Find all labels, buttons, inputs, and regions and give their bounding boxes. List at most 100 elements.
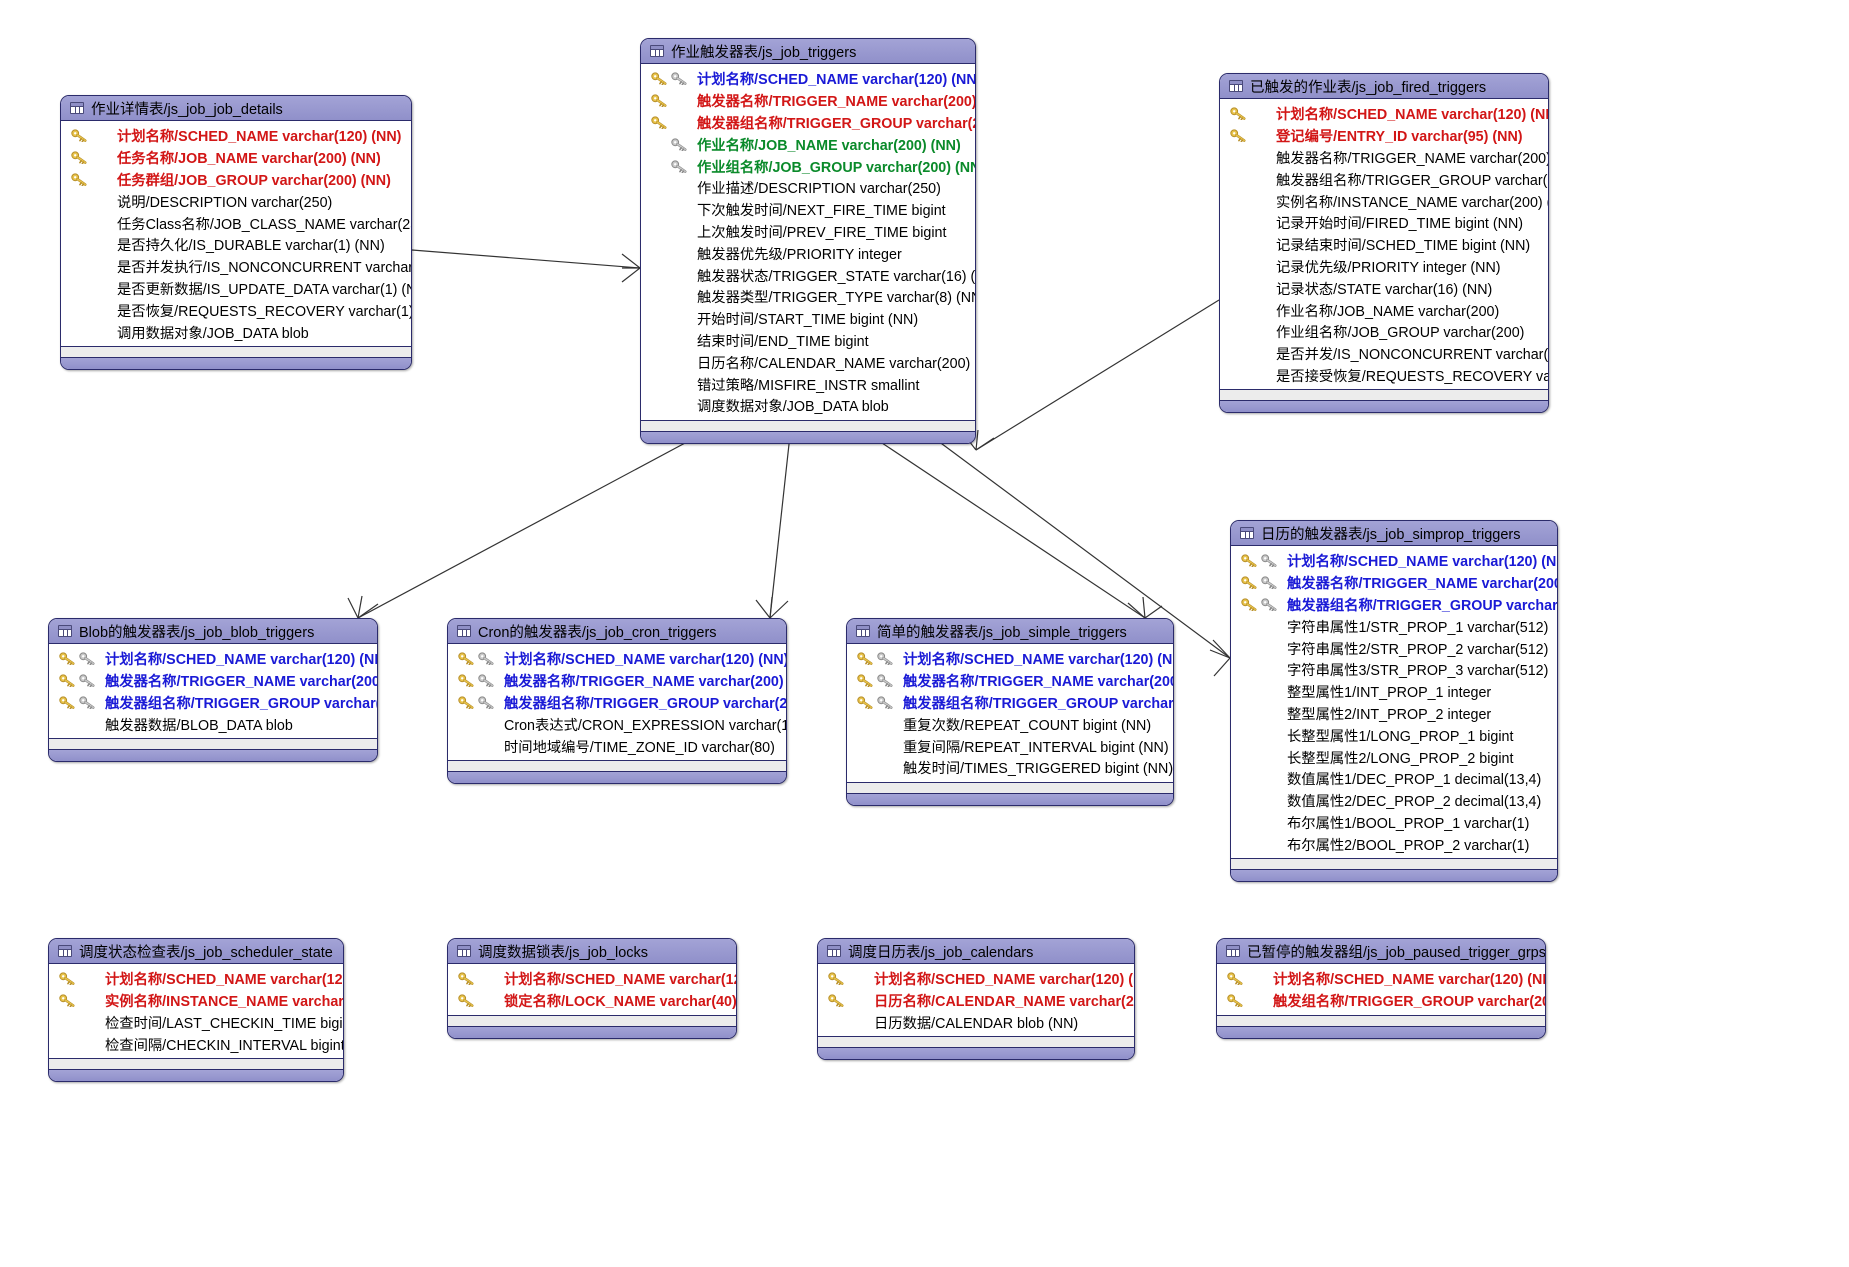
attribute-row[interactable]: 计划名称/SCHED_NAME varchar(120) (NN) xyxy=(1220,103,1548,125)
attribute-row[interactable]: 作业组名称/JOB_GROUP varchar(200) xyxy=(1220,321,1548,343)
entity-job_triggers[interactable]: 作业触发器表/js_job_triggers 计划名称/SCHED_NAME va… xyxy=(640,38,976,444)
attribute-row[interactable]: 下次触发时间/NEXT_FIRE_TIME bigint xyxy=(641,199,975,221)
attribute-row[interactable]: 计划名称/SCHED_NAME varchar(120) (NN) xyxy=(847,648,1173,670)
attribute-row[interactable]: 计划名称/SCHED_NAME varchar(120) (NN) xyxy=(1217,968,1545,990)
attribute-row[interactable]: 数值属性2/DEC_PROP_2 decimal(13,4) xyxy=(1231,790,1557,812)
entity-scheduler_state[interactable]: 调度状态检查表/js_job_scheduler_state 计划名称/SCHED… xyxy=(48,938,344,1083)
attribute-row[interactable]: 触发器类型/TRIGGER_TYPE varchar(8) (NN) xyxy=(641,286,975,308)
attribute-row[interactable]: 日历名称/CALENDAR_NAME varchar(200) (NN) xyxy=(818,990,1134,1012)
attribute-row[interactable]: 检查时间/LAST_CHECKIN_TIME bigint (NN) xyxy=(49,1012,343,1034)
entity-header-simprop_triggers[interactable]: 日历的触发器表/js_job_simprop_triggers xyxy=(1231,521,1557,546)
attribute-row[interactable]: 计划名称/SCHED_NAME varchar(120) (NN) xyxy=(61,125,411,147)
attribute-row[interactable]: 触发器组名称/TRIGGER_GROUP varchar(200) (NN) xyxy=(448,692,786,714)
entity-fired_triggers[interactable]: 已触发的作业表/js_job_fired_triggers 计划名称/SCHED_… xyxy=(1219,73,1549,414)
attribute-row[interactable]: 计划名称/SCHED_NAME varchar(120) (NN) xyxy=(1231,550,1557,572)
attribute-row[interactable]: 日历数据/CALENDAR blob (NN) xyxy=(818,1012,1134,1034)
attribute-row[interactable]: 说明/DESCRIPTION varchar(250) xyxy=(61,190,411,212)
entity-header-blob_triggers[interactable]: Blob的触发器表/js_job_blob_triggers xyxy=(49,619,377,644)
attribute-row[interactable]: 触发器组名称/TRIGGER_GROUP varchar(200) (NN) xyxy=(641,112,975,134)
attribute-row[interactable]: 调用数据对象/JOB_DATA blob xyxy=(61,321,411,343)
attribute-row[interactable]: 触发器名称/TRIGGER_NAME varchar(200) (NN) xyxy=(448,670,786,692)
entity-header-fired_triggers[interactable]: 已触发的作业表/js_job_fired_triggers xyxy=(1220,74,1548,99)
attribute-row[interactable]: 计划名称/SCHED_NAME varchar(120) (NN) xyxy=(448,968,736,990)
attribute-row[interactable]: 是否接受恢复/REQUESTS_RECOVERY varchar(1) xyxy=(1220,365,1548,387)
attribute-row[interactable]: 作业名称/JOB_NAME varchar(200) xyxy=(1220,299,1548,321)
entity-blob_triggers[interactable]: Blob的触发器表/js_job_blob_triggers 计划名称/SCHED… xyxy=(48,618,378,763)
entity-cron_triggers[interactable]: Cron的触发器表/js_job_cron_triggers 计划名称/SCHED… xyxy=(447,618,787,784)
attribute-row[interactable]: 是否恢复/REQUESTS_RECOVERY varchar(1) (NN) xyxy=(61,299,411,321)
attribute-row[interactable]: 布尔属性1/BOOL_PROP_1 varchar(1) xyxy=(1231,812,1557,834)
attribute-row[interactable]: 计划名称/SCHED_NAME varchar(120) (NN) xyxy=(641,68,975,90)
attribute-row[interactable]: 触发时间/TIMES_TRIGGERED bigint (NN) xyxy=(847,757,1173,779)
entity-simple_triggers[interactable]: 简单的触发器表/js_job_simple_triggers 计划名称/SCHED… xyxy=(846,618,1174,806)
attribute-row[interactable]: 触发组名称/TRIGGER_GROUP varchar(200) (NN) xyxy=(1217,990,1545,1012)
attribute-row[interactable]: 触发器组名称/TRIGGER_GROUP varchar(200) (NN) xyxy=(847,692,1173,714)
attribute-row[interactable]: 任务名称/JOB_NAME varchar(200) (NN) xyxy=(61,147,411,169)
attribute-row[interactable]: 任务Class名称/JOB_CLASS_NAME varchar(250) (N… xyxy=(61,212,411,234)
attribute-row[interactable]: 作业描述/DESCRIPTION varchar(250) xyxy=(641,177,975,199)
attribute-row[interactable]: 结束时间/END_TIME bigint xyxy=(641,330,975,352)
attribute-row[interactable]: 触发器名称/TRIGGER_NAME varchar(200) (NN) xyxy=(1231,572,1557,594)
attribute-row[interactable]: 作业组名称/JOB_GROUP varchar(200) (NN) xyxy=(641,155,975,177)
attribute-row[interactable]: 任务群组/JOB_GROUP varchar(200) (NN) xyxy=(61,169,411,191)
attribute-row[interactable]: 触发器名称/TRIGGER_NAME varchar(200) (NN) xyxy=(1220,147,1548,169)
entity-header-scheduler_state[interactable]: 调度状态检查表/js_job_scheduler_state xyxy=(49,939,343,964)
attribute-row[interactable]: 时间地域编号/TIME_ZONE_ID varchar(80) xyxy=(448,735,786,757)
attribute-row[interactable]: 是否持久化/IS_DURABLE varchar(1) (NN) xyxy=(61,234,411,256)
attribute-row[interactable]: 布尔属性2/BOOL_PROP_2 varchar(1) xyxy=(1231,833,1557,855)
attribute-row[interactable]: 字符串属性2/STR_PROP_2 varchar(512) xyxy=(1231,637,1557,659)
entity-header-simple_triggers[interactable]: 简单的触发器表/js_job_simple_triggers xyxy=(847,619,1173,644)
attribute-row[interactable]: 重复间隔/REPEAT_INTERVAL bigint (NN) xyxy=(847,735,1173,757)
attribute-row[interactable]: 计划名称/SCHED_NAME varchar(120) (NN) xyxy=(49,968,343,990)
attribute-row[interactable]: 实例名称/INSTANCE_NAME varchar(200) (NN) xyxy=(49,990,343,1012)
attribute-row[interactable]: 上次触发时间/PREV_FIRE_TIME bigint xyxy=(641,221,975,243)
attribute-row[interactable]: 长整型属性1/LONG_PROP_1 bigint xyxy=(1231,724,1557,746)
attribute-row[interactable]: 登记编号/ENTRY_ID varchar(95) (NN) xyxy=(1220,125,1548,147)
attribute-row[interactable]: 是否并发执行/IS_NONCONCURRENT varchar(1) (NN) xyxy=(61,256,411,278)
attribute-row[interactable]: 记录开始时间/FIRED_TIME bigint (NN) xyxy=(1220,212,1548,234)
attribute-row[interactable]: 字符串属性1/STR_PROP_1 varchar(512) xyxy=(1231,615,1557,637)
entity-job_details[interactable]: 作业详情表/js_job_job_details 计划名称/SCHED_NAME … xyxy=(60,95,412,370)
attribute-row[interactable]: 长整型属性2/LONG_PROP_2 bigint xyxy=(1231,746,1557,768)
attribute-row[interactable]: 计划名称/SCHED_NAME varchar(120) (NN) xyxy=(49,648,377,670)
attribute-row[interactable]: Cron表达式/CRON_EXPRESSION varchar(120) (NN… xyxy=(448,713,786,735)
attribute-row[interactable]: 重复次数/REPEAT_COUNT bigint (NN) xyxy=(847,713,1173,735)
entity-calendars[interactable]: 调度日历表/js_job_calendars 计划名称/SCHED_NAME va… xyxy=(817,938,1135,1061)
entity-locks[interactable]: 调度数据锁表/js_job_locks 计划名称/SCHED_NAME varch… xyxy=(447,938,737,1039)
attribute-row[interactable]: 触发器数据/BLOB_DATA blob xyxy=(49,713,377,735)
attribute-row[interactable]: 记录状态/STATE varchar(16) (NN) xyxy=(1220,277,1548,299)
attribute-row[interactable]: 是否更新数据/IS_UPDATE_DATA varchar(1) (NN) xyxy=(61,278,411,300)
attribute-row[interactable]: 计划名称/SCHED_NAME varchar(120) (NN) xyxy=(818,968,1134,990)
attribute-row[interactable]: 实例名称/INSTANCE_NAME varchar(200) (NN) xyxy=(1220,190,1548,212)
attribute-row[interactable]: 触发器名称/TRIGGER_NAME varchar(200) (NN) xyxy=(847,670,1173,692)
attribute-row[interactable]: 锁定名称/LOCK_NAME varchar(40) (NN) xyxy=(448,990,736,1012)
entity-header-job_details[interactable]: 作业详情表/js_job_job_details xyxy=(61,96,411,121)
entity-paused_trigger_grps[interactable]: 已暂停的触发器组/js_job_paused_trigger_grps 计划名称/… xyxy=(1216,938,1546,1039)
attribute-row[interactable]: 检查间隔/CHECKIN_INTERVAL bigint (NN) xyxy=(49,1033,343,1055)
attribute-row[interactable]: 是否并发/IS_NONCONCURRENT varchar(1) xyxy=(1220,343,1548,365)
attribute-row[interactable]: 触发器组名称/TRIGGER_GROUP varchar(200) (NN) xyxy=(1231,594,1557,616)
entity-header-job_triggers[interactable]: 作业触发器表/js_job_triggers xyxy=(641,39,975,64)
attribute-row[interactable]: 触发器名称/TRIGGER_NAME varchar(200) (NN) xyxy=(49,670,377,692)
attribute-row[interactable]: 计划名称/SCHED_NAME varchar(120) (NN) xyxy=(448,648,786,670)
entity-header-locks[interactable]: 调度数据锁表/js_job_locks xyxy=(448,939,736,964)
attribute-row[interactable]: 触发器状态/TRIGGER_STATE varchar(16) (NN) xyxy=(641,264,975,286)
attribute-row[interactable]: 调度数据对象/JOB_DATA blob xyxy=(641,395,975,417)
entity-simprop_triggers[interactable]: 日历的触发器表/js_job_simprop_triggers 计划名称/SCHE… xyxy=(1230,520,1558,883)
attribute-row[interactable]: 记录结束时间/SCHED_TIME bigint (NN) xyxy=(1220,234,1548,256)
attribute-row[interactable]: 日历名称/CALENDAR_NAME varchar(200) xyxy=(641,351,975,373)
attribute-row[interactable]: 开始时间/START_TIME bigint (NN) xyxy=(641,308,975,330)
attribute-row[interactable]: 字符串属性3/STR_PROP_3 varchar(512) xyxy=(1231,659,1557,681)
attribute-row[interactable]: 错过策略/MISFIRE_INSTR smallint xyxy=(641,373,975,395)
entity-header-paused_trigger_grps[interactable]: 已暂停的触发器组/js_job_paused_trigger_grps xyxy=(1217,939,1545,964)
entity-header-calendars[interactable]: 调度日历表/js_job_calendars xyxy=(818,939,1134,964)
attribute-row[interactable]: 记录优先级/PRIORITY integer (NN) xyxy=(1220,256,1548,278)
attribute-row[interactable]: 触发器组名称/TRIGGER_GROUP varchar(200) (NN) xyxy=(1220,168,1548,190)
attribute-row[interactable]: 触发器优先级/PRIORITY integer xyxy=(641,242,975,264)
entity-header-cron_triggers[interactable]: Cron的触发器表/js_job_cron_triggers xyxy=(448,619,786,644)
attribute-row[interactable]: 整型属性1/INT_PROP_1 integer xyxy=(1231,681,1557,703)
attribute-row[interactable]: 数值属性1/DEC_PROP_1 decimal(13,4) xyxy=(1231,768,1557,790)
attribute-row[interactable]: 整型属性2/INT_PROP_2 integer xyxy=(1231,703,1557,725)
attribute-row[interactable]: 作业名称/JOB_NAME varchar(200) (NN) xyxy=(641,133,975,155)
attribute-row[interactable]: 触发器名称/TRIGGER_NAME varchar(200) (NN) xyxy=(641,90,975,112)
